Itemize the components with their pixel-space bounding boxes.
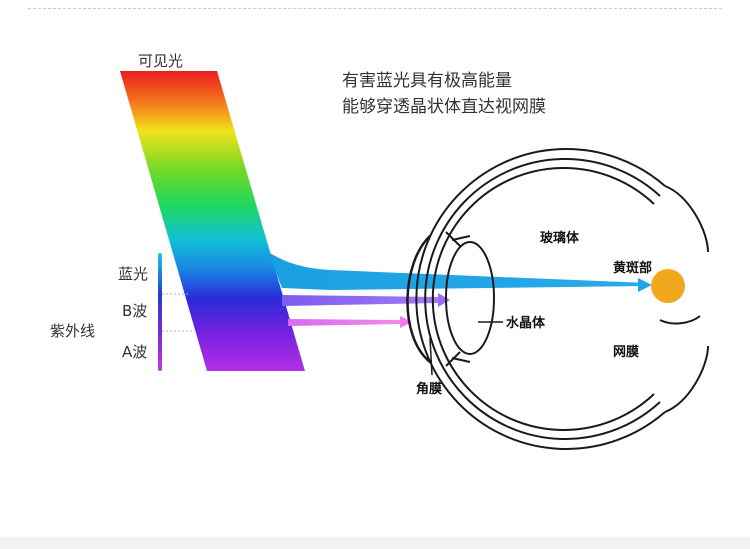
vitreous-label: 玻璃体 — [540, 230, 580, 246]
blue-light-label: 蓝光 — [118, 265, 148, 283]
uvb-label: B波 — [122, 302, 147, 320]
retina-label: 网膜 — [613, 344, 639, 360]
optic-nerve-center — [659, 315, 701, 325]
lens-outline — [445, 241, 495, 355]
macula-spot — [651, 269, 685, 303]
blue-light-arrowhead — [638, 278, 652, 292]
retina-outline — [431, 167, 655, 431]
visible-light-spectrum — [120, 71, 305, 371]
sclera-outline — [415, 148, 666, 450]
headline-line-2: 能够穿透晶状体直达视网膜 — [342, 97, 546, 117]
cornea-pointer — [429, 337, 433, 376]
choroid-outline — [424, 158, 661, 440]
uvb-arrowhead — [438, 293, 450, 307]
iris-lines — [451, 235, 471, 363]
uvb-beam — [282, 295, 440, 306]
bottom-band — [0, 537, 750, 549]
blue-light-beam — [268, 252, 648, 290]
visible-light-label: 可见光 — [138, 52, 183, 70]
cornea-outline — [406, 235, 431, 363]
top-divider — [28, 8, 722, 9]
uva-arrowhead — [400, 316, 412, 328]
uva-label: A波 — [122, 343, 147, 361]
optic-nerve-lower — [664, 345, 709, 413]
lens-label: 水晶体 — [506, 315, 546, 331]
eye-anatomy — [406, 148, 709, 450]
ciliary-lines — [445, 231, 461, 367]
macula-label: 黄斑部 — [613, 260, 652, 276]
headline-line-1: 有害蓝光具有极高能量 — [342, 71, 512, 91]
cornea-label: 角膜 — [416, 381, 442, 397]
optic-nerve-upper — [664, 185, 709, 253]
uva-beam — [288, 319, 402, 326]
uv-range-bar — [158, 253, 162, 371]
uv-group-label: 紫外线 — [50, 322, 95, 340]
